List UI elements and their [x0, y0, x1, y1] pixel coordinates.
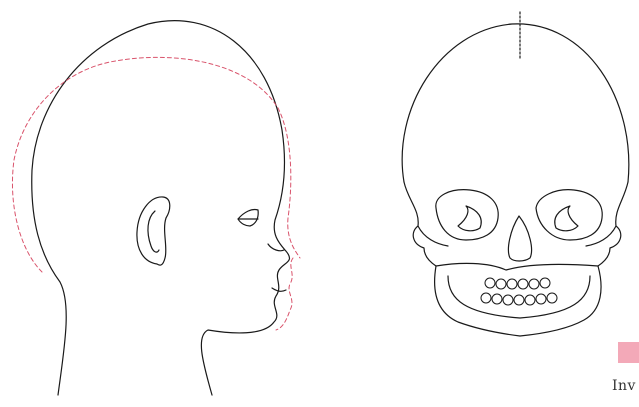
lower-tooth	[536, 294, 546, 304]
head-profile	[32, 21, 290, 395]
upper-tooth	[507, 279, 517, 289]
teeth	[481, 278, 557, 305]
overlay-cranium	[12, 57, 300, 272]
lower-tooth	[547, 293, 557, 303]
lower-tooth	[481, 293, 491, 303]
upper-tooth	[485, 278, 495, 288]
skull-left-side	[404, 182, 436, 266]
lower-tooth	[525, 295, 535, 305]
overlay-face	[276, 258, 293, 330]
ear-outline	[137, 197, 170, 265]
skull-right-side	[598, 182, 628, 266]
upper-tooth	[518, 279, 528, 289]
upper-tooth	[540, 278, 550, 288]
lower-tooth	[503, 295, 513, 305]
dashed-overlay-profile	[12, 57, 300, 330]
ear-inner	[148, 211, 159, 252]
skull-cranium	[402, 24, 629, 182]
eye-outline	[238, 209, 258, 226]
nasal-cavity	[508, 216, 531, 261]
upper-tooth	[496, 279, 506, 289]
maxilla	[436, 263, 598, 270]
lower-tooth	[492, 294, 502, 304]
upper-tooth	[529, 279, 539, 289]
right-orbit-inner	[555, 206, 578, 231]
lower-tooth	[514, 295, 524, 305]
legend-swatch	[618, 342, 639, 363]
head-outline	[32, 21, 290, 395]
left-orbit-inner	[458, 206, 481, 231]
legend-label: Inv	[612, 378, 636, 394]
